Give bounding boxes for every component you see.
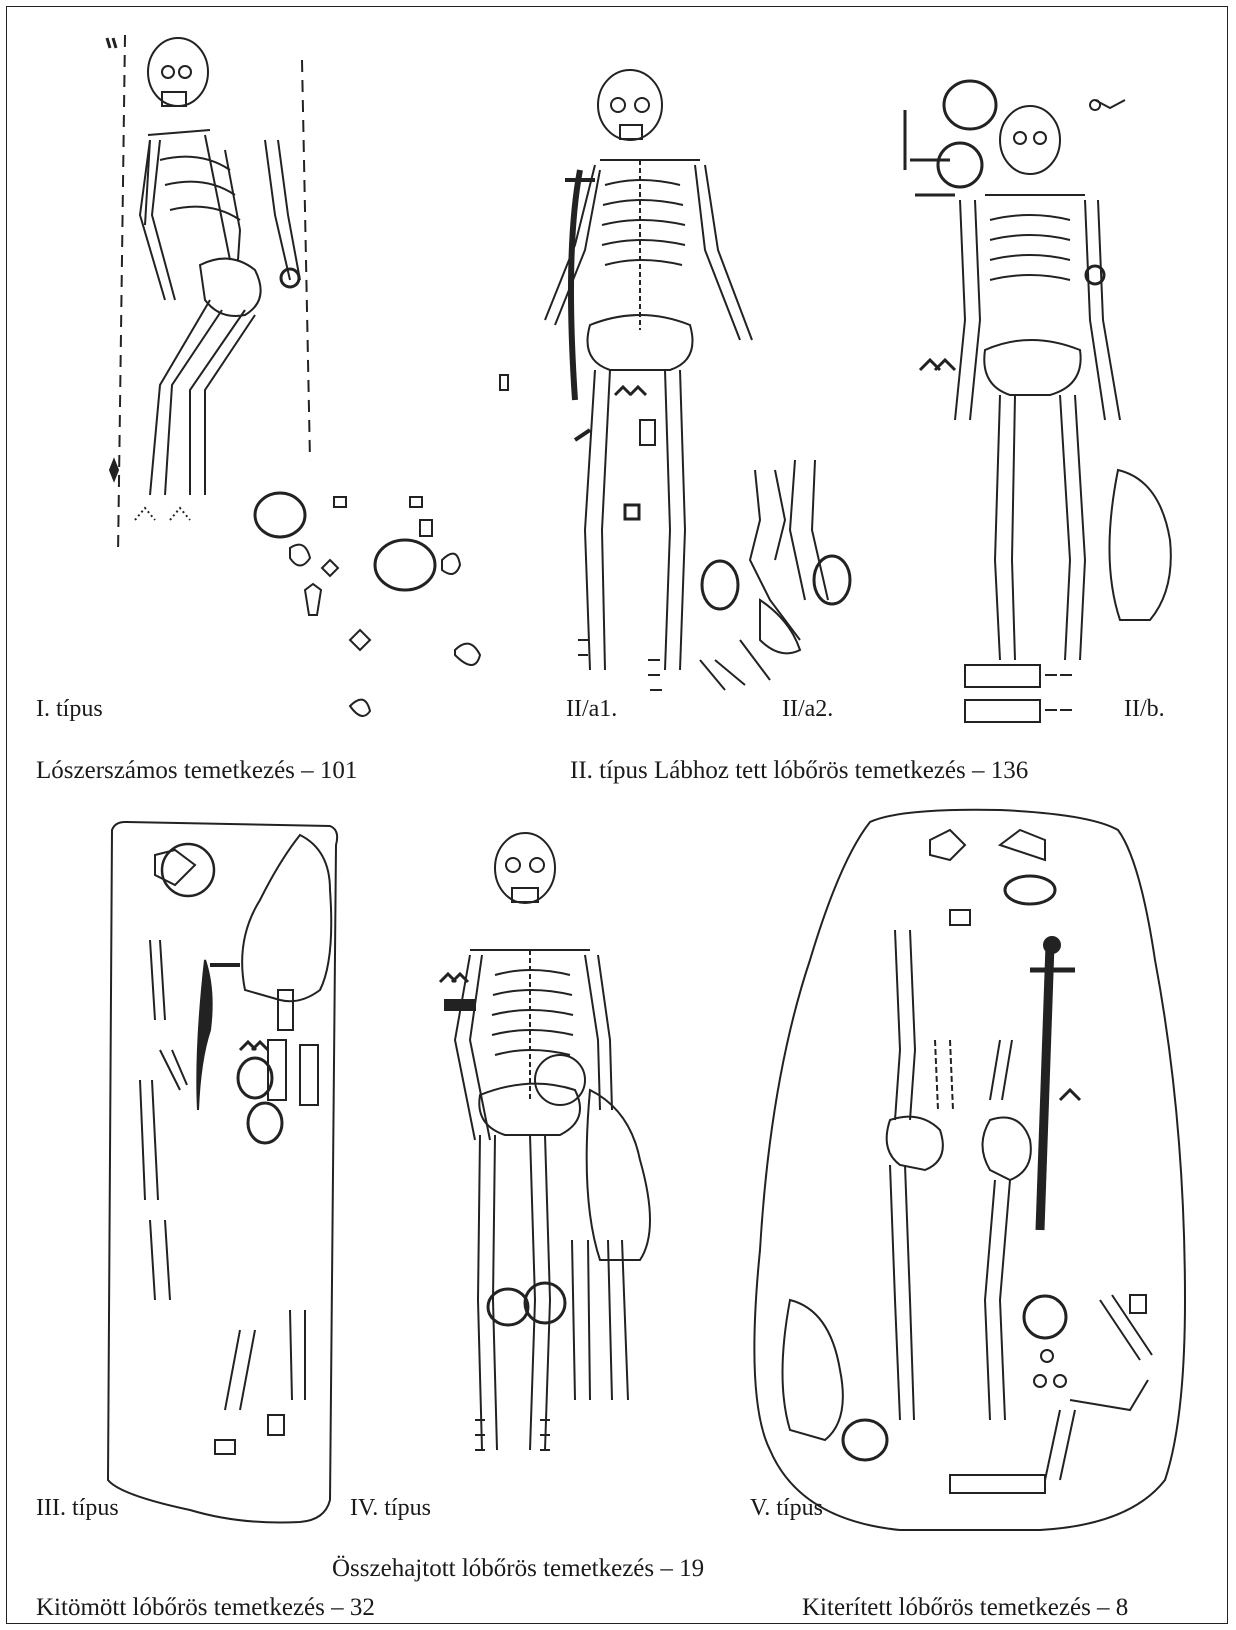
label-type-2a1: II/a1. (566, 697, 617, 721)
grave-drawing-type-5 (754, 810, 1185, 1530)
grave-drawing-type-4 (440, 833, 650, 1450)
caption-type-2: II. típus Lábhoz tett lóbőrös temetkezés… (570, 758, 1028, 783)
caption-type-4: Összehajtott lóbőrös temetkezés – 19 (332, 1556, 704, 1581)
grave-drawing-type-2a1 (545, 70, 752, 690)
caption-type-3: Kitömött lóbőrös temetkezés – 32 (36, 1595, 375, 1620)
label-type-4: IV. típus (350, 1496, 431, 1520)
label-type-2b: II/b. (1124, 697, 1165, 721)
grave-drawing-type-3 (108, 822, 337, 1523)
caption-type-1: Lószerszámos temetkezés – 101 (36, 758, 357, 783)
grave-drawing-type-1 (107, 35, 508, 716)
grave-drawing-type-2b (905, 81, 1171, 722)
grave-drawing-type-2a2 (700, 460, 850, 690)
label-type-2a2: II/a2. (782, 697, 833, 721)
label-type-3: III. típus (36, 1496, 119, 1520)
caption-type-5: Kiterített lóbőrös temetkezés – 8 (802, 1595, 1128, 1620)
label-type-5: V. típus (750, 1496, 823, 1520)
label-type-1: I. típus (36, 697, 103, 721)
